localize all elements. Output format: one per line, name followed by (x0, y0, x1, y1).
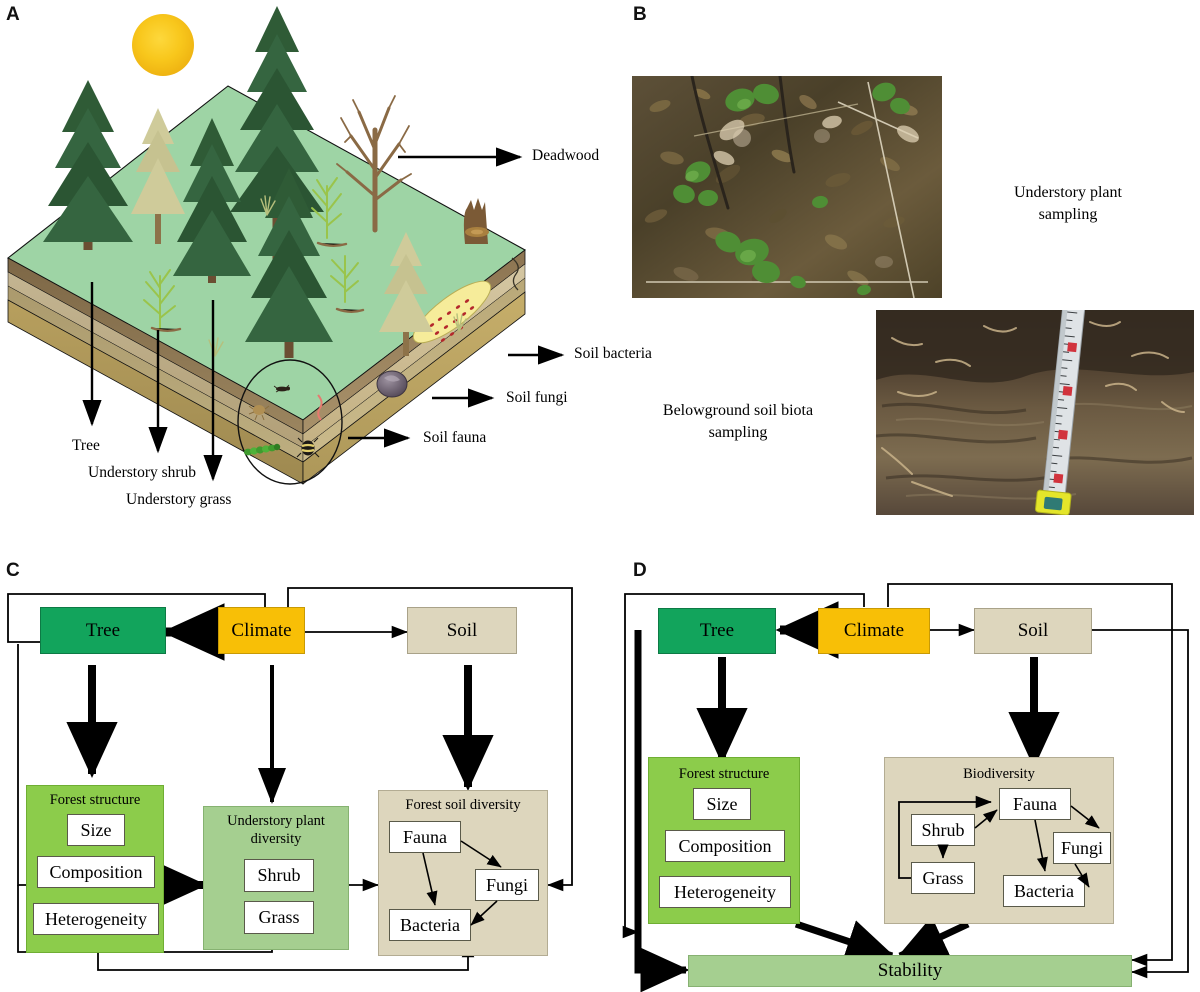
group-title: Forest structure (678, 766, 770, 782)
leaf-size-c[interactable]: Size (67, 814, 125, 846)
group-biodiversity-d: Biodiversity Fauna Shrub Grass Fungi Bac… (884, 757, 1114, 924)
node-stability-d[interactable]: Stability (688, 955, 1132, 987)
node-label: Climate (843, 620, 905, 641)
leaf-composition-c[interactable]: Composition (37, 856, 155, 888)
callout-soil-bacteria: Soil bacteria (574, 345, 652, 362)
leaf-composition-d[interactable]: Composition (665, 830, 785, 862)
group-forest-structure-c: Forest structure Size Composition Hetero… (26, 785, 164, 953)
node-climate-d[interactable]: Climate (818, 608, 930, 654)
leaf-label: Fauna (1013, 793, 1057, 814)
leaf-fauna-d[interactable]: Fauna (999, 788, 1071, 820)
node-label: Climate (231, 619, 292, 641)
leaf-fungi-d[interactable]: Fungi (1053, 832, 1111, 864)
leaf-label: Heterogeneity (674, 881, 776, 902)
callout-soil-fungi: Soil fungi (506, 389, 568, 406)
caption-line-1: Belowground soil biota (662, 402, 814, 419)
panel-a-illustration (7, 6, 565, 485)
node-soil-c[interactable]: Soil (407, 607, 517, 654)
node-label: Tree (85, 619, 121, 641)
group-internal-arrows-d (898, 795, 1100, 888)
leaf-grass-d[interactable]: Grass (911, 862, 975, 894)
node-climate-c[interactable]: Climate (218, 607, 305, 654)
panel-label-a: A (6, 4, 20, 25)
group-title-line2: diversity (250, 831, 302, 847)
group-forest-structure-d: Forest structure Size Composition Hetero… (648, 757, 800, 924)
panel-label-b: B (633, 4, 647, 25)
node-soil-d[interactable]: Soil (974, 608, 1092, 654)
leaf-label: Shrub (257, 865, 301, 885)
leaf-label: Shrub (921, 819, 965, 840)
leaf-bacteria-d[interactable]: Bacteria (1003, 875, 1085, 907)
group-title-line1: Understory plant (227, 813, 325, 829)
photo-understory-plant-plot (632, 76, 942, 298)
photo-soil-profile (876, 310, 1194, 515)
node-label: Tree (699, 620, 735, 641)
group-understory-plant-diversity-c: Understory plant diversity Shrub Grass (203, 806, 349, 950)
caption-line-2: sampling (708, 423, 768, 441)
panel-label-c: C (6, 560, 20, 581)
callout-soil-fauna: Soil fauna (423, 429, 487, 446)
node-tree-c[interactable]: Tree (40, 607, 166, 654)
node-label: Soil (1017, 620, 1049, 641)
leaf-bacteria-c[interactable]: Bacteria (389, 909, 471, 941)
leaf-label: Bacteria (1014, 880, 1074, 901)
leaf-label: Size (706, 793, 738, 814)
group-title: Biodiversity (963, 766, 1035, 782)
leaf-label: Fauna (403, 826, 447, 847)
group-title: Forest soil diversity (405, 797, 521, 813)
group-forest-soil-diversity-c: Forest soil diversity Fauna Fungi Bacter… (378, 790, 548, 956)
leaf-label: Fungi (485, 874, 528, 895)
leaf-shrub-d[interactable]: Shrub (911, 814, 975, 846)
leaf-label: Fungi (1060, 837, 1103, 858)
group-title: Forest structure (49, 792, 141, 808)
leaf-heterogeneity-d[interactable]: Heterogeneity (659, 876, 791, 908)
leaf-label: Grass (258, 907, 300, 927)
caption-belowground-soil-biota-sampling: Belowground soil biota sampling (618, 400, 858, 443)
caption-line-1: Understory plant (1014, 184, 1122, 201)
leaf-label: Size (80, 819, 112, 840)
callout-understory-grass: Understory grass (126, 491, 232, 508)
node-tree-d[interactable]: Tree (658, 608, 776, 654)
leaf-label: Grass (922, 867, 964, 888)
callout-deadwood: Deadwood (532, 147, 600, 164)
callout-tree: Tree (72, 437, 100, 454)
panel-label-d: D (633, 560, 647, 581)
node-label: Soil (446, 619, 478, 641)
leaf-shrub-c[interactable]: Shrub (244, 859, 314, 892)
node-label: Stability (877, 960, 943, 981)
leaf-fungi-c[interactable]: Fungi (475, 869, 539, 901)
leaf-grass-c[interactable]: Grass (244, 901, 314, 934)
caption-understory-plant-sampling: Understory plant sampling (960, 182, 1176, 225)
panel-d-connectors (622, 583, 1189, 992)
leaf-label: Bacteria (400, 914, 460, 935)
leaf-fauna-c[interactable]: Fauna (389, 821, 461, 853)
group-internal-arrows-c (422, 840, 502, 926)
leaf-heterogeneity-c[interactable]: Heterogeneity (33, 903, 159, 935)
leaf-label: Composition (678, 835, 772, 856)
caption-line-2: sampling (1038, 205, 1098, 223)
leaf-size-d[interactable]: Size (693, 788, 751, 820)
callout-understory-shrub: Understory shrub (88, 464, 197, 481)
leaf-label: Composition (49, 861, 143, 882)
leaf-label: Heterogeneity (45, 908, 147, 929)
